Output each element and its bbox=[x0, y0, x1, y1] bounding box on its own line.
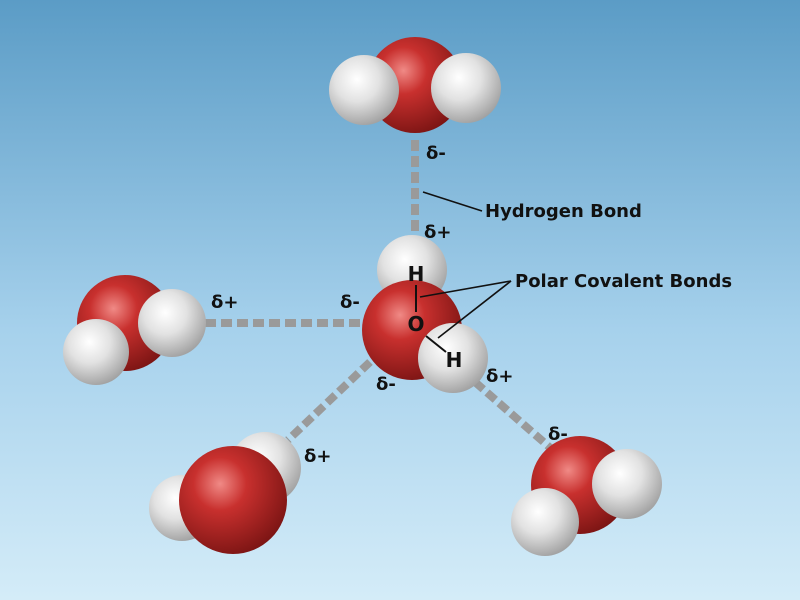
polar-bond-callout-line-top bbox=[419, 280, 512, 298]
hydrogen-atom-top-left bbox=[329, 55, 399, 125]
callout-lines bbox=[419, 191, 512, 339]
charge-label-center-minus-bottom: δ- bbox=[376, 374, 396, 395]
charge-label-bottom-left-plus: δ+ bbox=[304, 446, 331, 467]
hydrogen-bond-bottom-left bbox=[285, 359, 373, 443]
hydrogen-bond-label: Hydrogen Bond bbox=[485, 201, 642, 222]
polar-bond-callout-line-bottom bbox=[437, 280, 512, 339]
water-molecule-top bbox=[329, 37, 501, 133]
hydrogen-bond-bottom-right bbox=[472, 378, 558, 456]
charge-label-top-minus: δ- bbox=[426, 143, 446, 164]
hydrogen-atom-left-right bbox=[138, 289, 206, 357]
hydrogen-bond-callout-line bbox=[422, 191, 483, 212]
charge-label-right-minus: δ- bbox=[548, 424, 568, 445]
bond-line-o-h-right bbox=[425, 335, 447, 353]
water-molecule-bottom-right bbox=[511, 436, 662, 556]
hydrogen-bonds bbox=[205, 140, 558, 456]
water-molecule-bottom-left bbox=[149, 432, 301, 554]
atom-label-o: O bbox=[407, 312, 424, 336]
charge-label-right-plus: δ+ bbox=[486, 366, 513, 387]
atom-label-h-top: H bbox=[408, 262, 425, 286]
water-molecule-center bbox=[362, 235, 488, 393]
water-molecule-left bbox=[63, 275, 206, 385]
hydrogen-atom-left-bottom bbox=[63, 319, 129, 385]
charge-label-top-plus: δ+ bbox=[424, 222, 451, 243]
hydrogen-atom-bottom-right-right bbox=[592, 449, 662, 519]
polar-covalent-bonds-label: Polar Covalent Bonds bbox=[515, 271, 732, 292]
charge-label-center-minus-left: δ- bbox=[340, 292, 360, 313]
charge-label-left-plus: δ+ bbox=[211, 292, 238, 313]
hydrogen-atom-top-right bbox=[431, 53, 501, 123]
atom-label-h-right: H bbox=[446, 348, 463, 372]
hydrogen-atom-center-right bbox=[418, 323, 488, 393]
oxygen-atom-bottom-left bbox=[179, 446, 287, 554]
hydrogen-atom-bottom-right-bottom bbox=[511, 488, 579, 556]
